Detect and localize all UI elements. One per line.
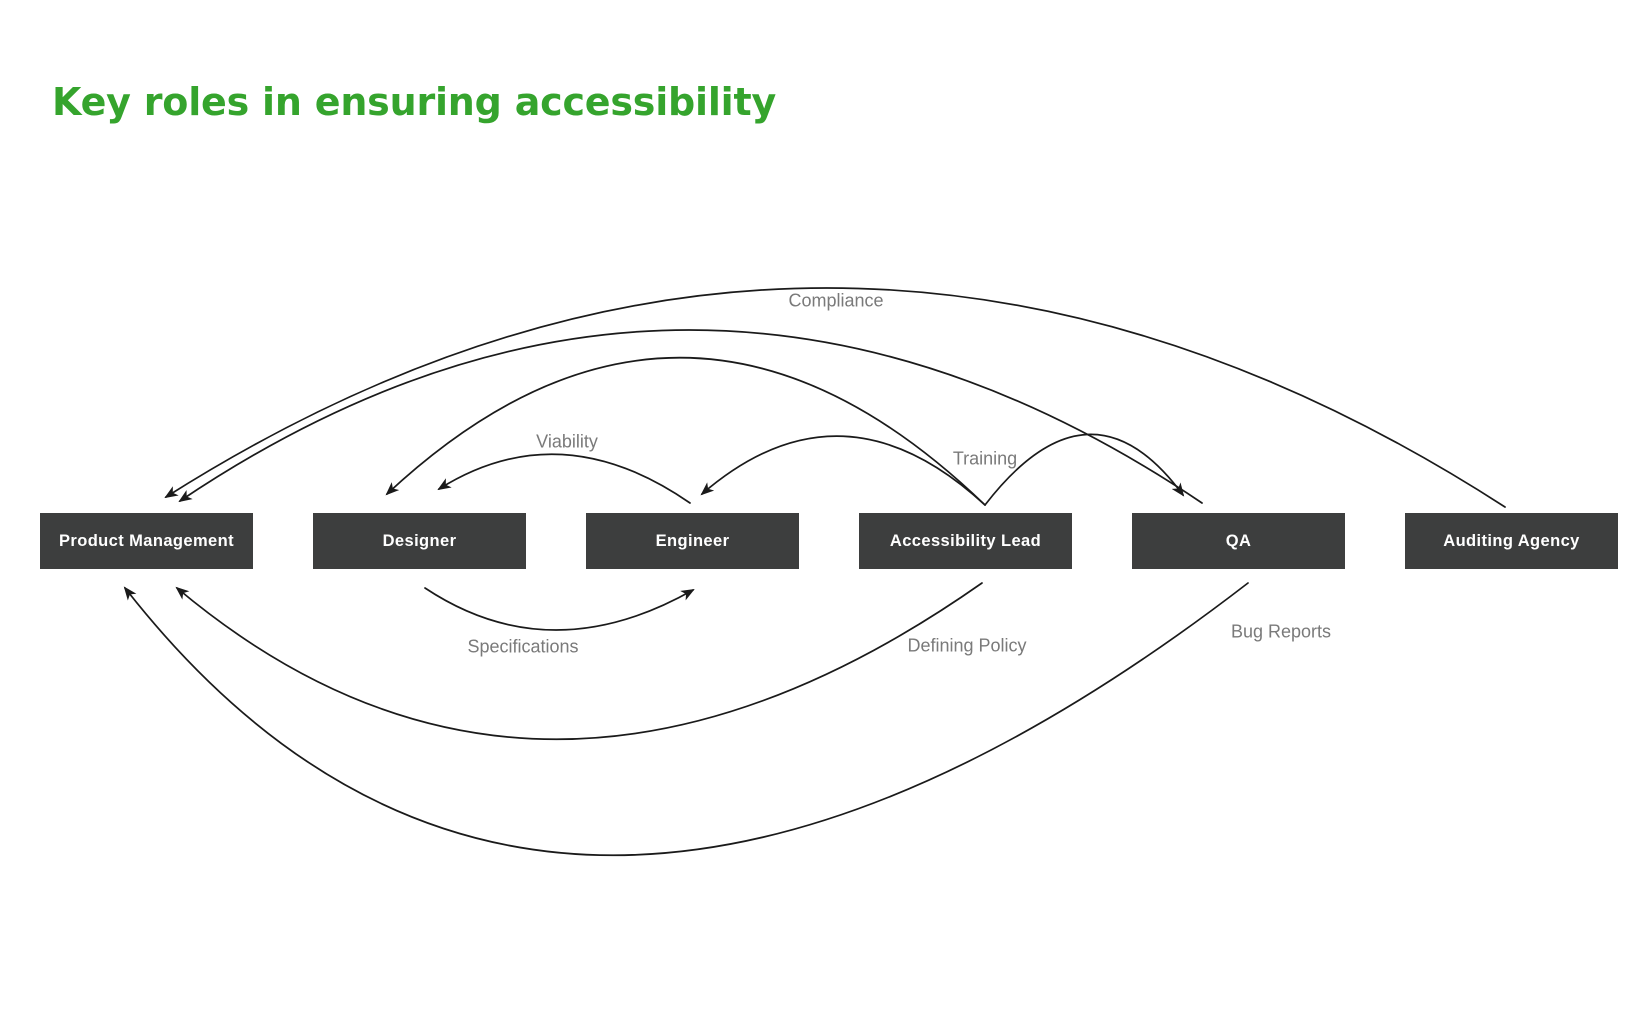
edge-label-training: Training — [952, 448, 1018, 469]
node-designer: Designer — [313, 513, 526, 569]
edge-label-specifications: Specifications — [467, 636, 579, 657]
arrow-accessibility-lead-to-engineer — [700, 435, 986, 506]
node-accessibility-lead: Accessibility Lead — [859, 513, 1072, 569]
node-qa-label: QA — [1225, 531, 1252, 550]
arrow-qa-to-pm-top — [178, 329, 1203, 504]
node-product-management: Product Management — [40, 513, 253, 569]
arrow-compliance-auditing-to-pm — [164, 287, 1506, 508]
arrow-bug-reports-qa-to-pm — [123, 582, 1249, 857]
page-title: Key roles in ensuring accessibility — [52, 80, 777, 124]
node-engineer: Engineer — [586, 513, 799, 569]
node-accessibility-lead-label: Accessibility Lead — [889, 531, 1042, 550]
node-designer-label: Designer — [382, 531, 457, 550]
edge-label-bug-reports: Bug Reports — [1230, 621, 1332, 642]
arrow-viability-engineer-to-designer — [437, 453, 691, 504]
node-auditing-agency-label: Auditing Agency — [1443, 531, 1580, 550]
arrow-training-accessibility-lead-to-qa — [984, 433, 1185, 506]
edge-label-defining-policy: Defining Policy — [907, 635, 1027, 656]
arrow-defining-policy-accessibility-lead-to-pm — [175, 582, 983, 741]
node-qa: QA — [1132, 513, 1345, 569]
node-auditing-agency: Auditing Agency — [1405, 513, 1618, 569]
node-engineer-label: Engineer — [655, 531, 730, 550]
edge-label-compliance: Compliance — [788, 290, 884, 311]
node-product-management-label: Product Management — [59, 531, 234, 550]
arrow-specifications-designer-to-engineer — [424, 587, 695, 631]
edge-label-viability: Viability — [536, 431, 598, 452]
arrow-accessibility-lead-to-designer — [385, 356, 986, 506]
